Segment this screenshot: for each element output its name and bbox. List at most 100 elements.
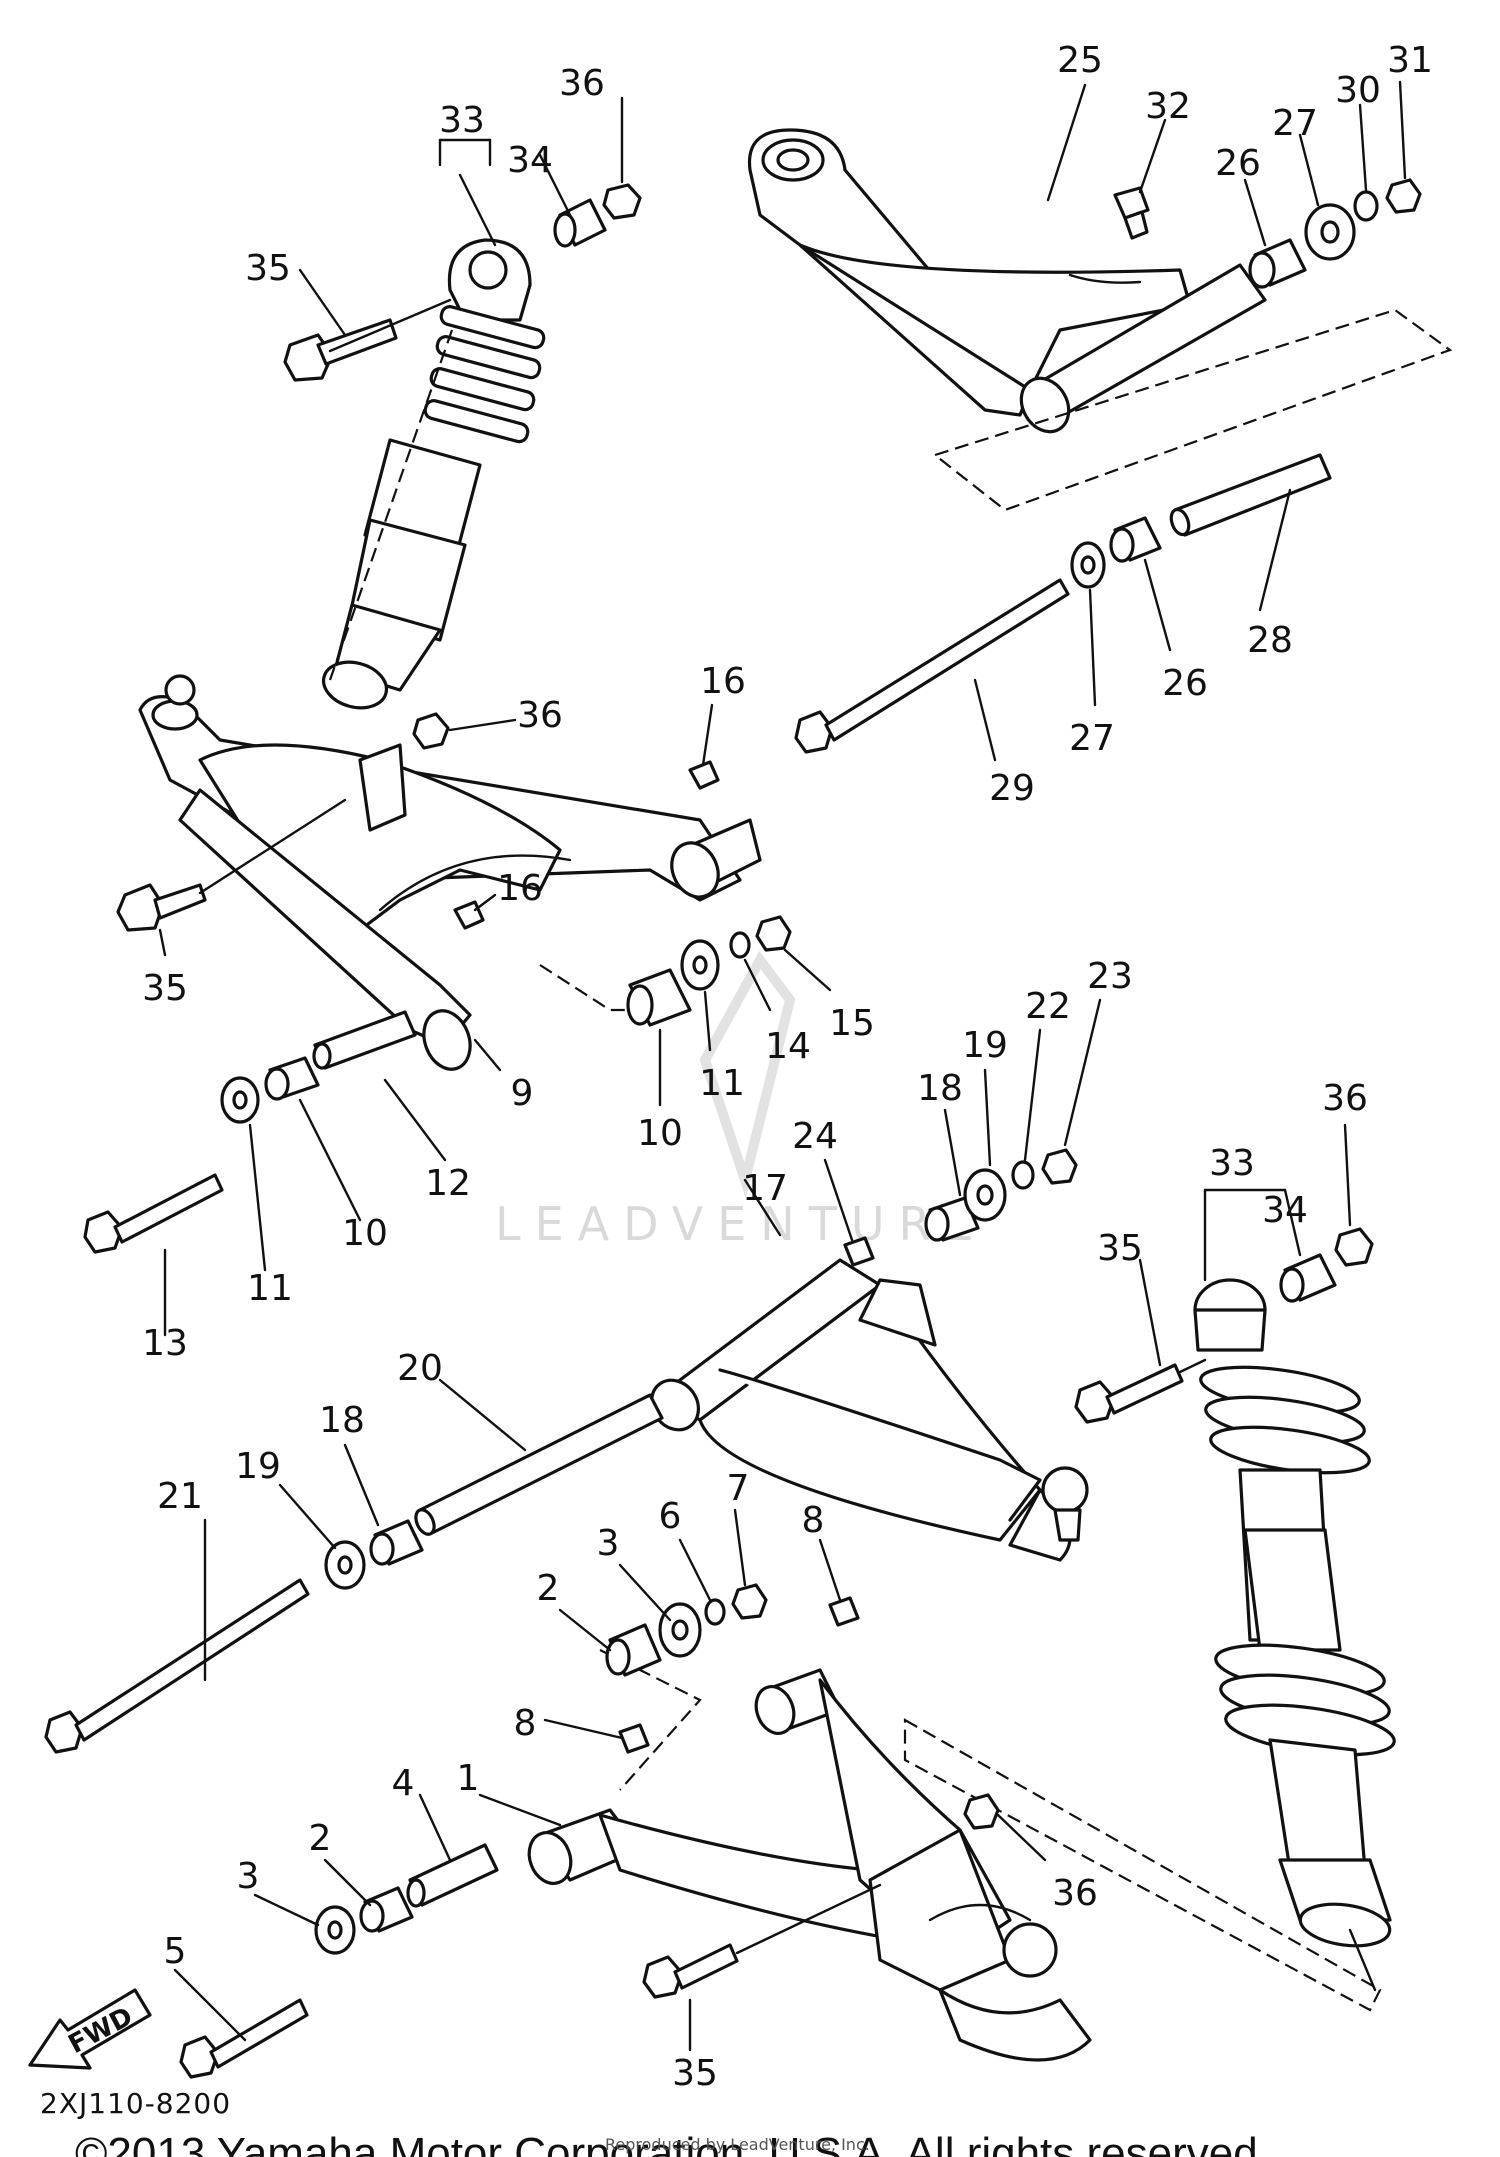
nut-36-bottom-arm: [963, 1793, 1047, 1862]
nut-36-upper-shock: [602, 183, 642, 220]
bolt-35-right-shock: [1074, 1358, 1207, 1424]
nut-36-right-shock: [1334, 1227, 1374, 1267]
watermark-text: LEADVENTURE: [495, 1197, 988, 1251]
bushing-2-left: [359, 1886, 414, 1933]
callout-6: 6: [659, 1496, 682, 1537]
bolt-5: [179, 1998, 309, 2079]
nut-15: [755, 915, 792, 952]
washer-14: [729, 931, 751, 959]
washer-27-lower: [1070, 541, 1106, 589]
callout-17: 17: [742, 1168, 788, 1209]
nut-31: [1385, 178, 1422, 214]
callout-35-right-shock: 35: [1097, 1228, 1143, 1269]
bolt-35-upper-shock: [283, 298, 452, 382]
copyright-text: ©2013 Yamaha Motor Corporation, U.S.A. A…: [75, 2129, 1270, 2157]
callout-35-bottom-arm: 35: [672, 2053, 718, 2094]
callout-32: 32: [1145, 86, 1191, 127]
callout-15: 15: [829, 1003, 875, 1044]
shock-absorber-right: [1193, 1278, 1396, 1992]
washer-11-left: [220, 1076, 260, 1124]
callout-10-right: 10: [637, 1113, 683, 1154]
grease-nipple-16-upper: [688, 703, 720, 790]
callout-21: 21: [157, 1476, 203, 1517]
bolt-29: [794, 578, 1070, 754]
lower-arm-9-upper-left: [138, 674, 762, 1071]
callout-14: 14: [765, 1026, 811, 1067]
washer-30: [1353, 190, 1379, 222]
callout-3-left: 3: [237, 1856, 260, 1897]
callout-11-right: 11: [699, 1063, 745, 1104]
callout-4: 4: [392, 1763, 415, 1804]
callout-11-left: 11: [247, 1268, 293, 1309]
bushing-2-right: [605, 1623, 662, 1677]
shock-bushing-34-right: [1279, 1253, 1337, 1303]
shock-absorber-upper-left: [321, 238, 546, 710]
callout-16-upper: 16: [700, 661, 746, 702]
callout-23: 23: [1087, 956, 1133, 997]
callout-22: 22: [1025, 986, 1071, 1027]
pivot-shaft-20: [414, 1393, 664, 1536]
nut-23: [1041, 1148, 1078, 1185]
washer-19-right: [963, 1168, 1007, 1222]
callout-26-upper: 26: [1215, 143, 1261, 184]
washer-3-left: [314, 1905, 356, 1955]
grease-nipple-8-right: [818, 1538, 860, 1627]
callout-7: 7: [727, 1468, 750, 1509]
pivot-shaft-28: [1169, 453, 1332, 537]
washer-6: [704, 1598, 726, 1626]
bushing-10-left: [264, 1056, 320, 1101]
callout-29: 29: [989, 768, 1035, 809]
washer-11-right: [680, 939, 720, 991]
bushing-18-left: [369, 1519, 424, 1566]
callout-34-right: 34: [1262, 1190, 1308, 1231]
callout-28: 28: [1247, 620, 1293, 661]
callout-9: 9: [511, 1073, 534, 1114]
callout-30: 30: [1335, 70, 1381, 111]
callout-8-right: 8: [802, 1500, 825, 1541]
callout-18-left: 18: [319, 1400, 365, 1441]
bushing-26-upper: [1248, 238, 1307, 289]
callout-labels: 33 34 36 35 25 32 26 27 30 31 28 26 27 2…: [142, 40, 1433, 2094]
callout-20: 20: [397, 1348, 443, 1389]
callout-33-right: 33: [1209, 1143, 1255, 1184]
callout-36-bottom-arm: 36: [1052, 1873, 1098, 1914]
callout-27-lower: 27: [1069, 718, 1115, 759]
callout-36-right-shock: 36: [1322, 1078, 1368, 1119]
callout-33-upper: 33: [439, 100, 485, 141]
grease-nipple-24: [823, 1158, 875, 1267]
callout-19-left: 19: [235, 1446, 281, 1487]
callout-5: 5: [164, 1931, 187, 1972]
bushing-10-right: [626, 968, 692, 1027]
shock-bushing-34-upper: [553, 198, 607, 248]
diagram-code: 2XJ110-8200: [40, 2087, 231, 2120]
collar-4: [406, 1843, 499, 1908]
washer-22: [1011, 1160, 1035, 1190]
callout-35-upper-shock: 35: [245, 248, 291, 289]
callout-10-left: 10: [342, 1213, 388, 1254]
callout-2-left: 2: [309, 1818, 332, 1859]
callout-13: 13: [142, 1323, 188, 1364]
callout-19-right: 19: [962, 1025, 1008, 1066]
callout-36-arm: 36: [517, 695, 563, 736]
grease-nipple-16-lower: [453, 893, 497, 930]
upper-arm-17: [650, 1258, 1089, 1562]
bolt-35-bottom-arm: [642, 1883, 882, 2052]
grease-nipple-32: [1113, 118, 1167, 240]
callout-26-lower: 26: [1162, 663, 1208, 704]
callout-2-right: 2: [537, 1568, 560, 1609]
reproduced-note: Reproduced by LeadVenture, Inc.: [605, 2135, 870, 2154]
callout-8-left: 8: [514, 1703, 537, 1744]
callout-3-right: 3: [597, 1523, 620, 1564]
nut-7: [731, 1583, 768, 1620]
nut-36-arm: [412, 712, 517, 750]
watermark: LEADVENTURE: [495, 950, 988, 1251]
callout-31: 31: [1387, 40, 1433, 81]
lower-arm-1-bottom: [527, 1668, 1092, 2062]
grease-nipple-8-left: [543, 1718, 650, 1754]
callout-35-arm: 35: [142, 968, 188, 1009]
callout-18-right: 18: [917, 1068, 963, 1109]
callout-24: 24: [792, 1116, 838, 1157]
callout-27-upper: 27: [1272, 103, 1318, 144]
callout-34-upper: 34: [507, 140, 553, 181]
